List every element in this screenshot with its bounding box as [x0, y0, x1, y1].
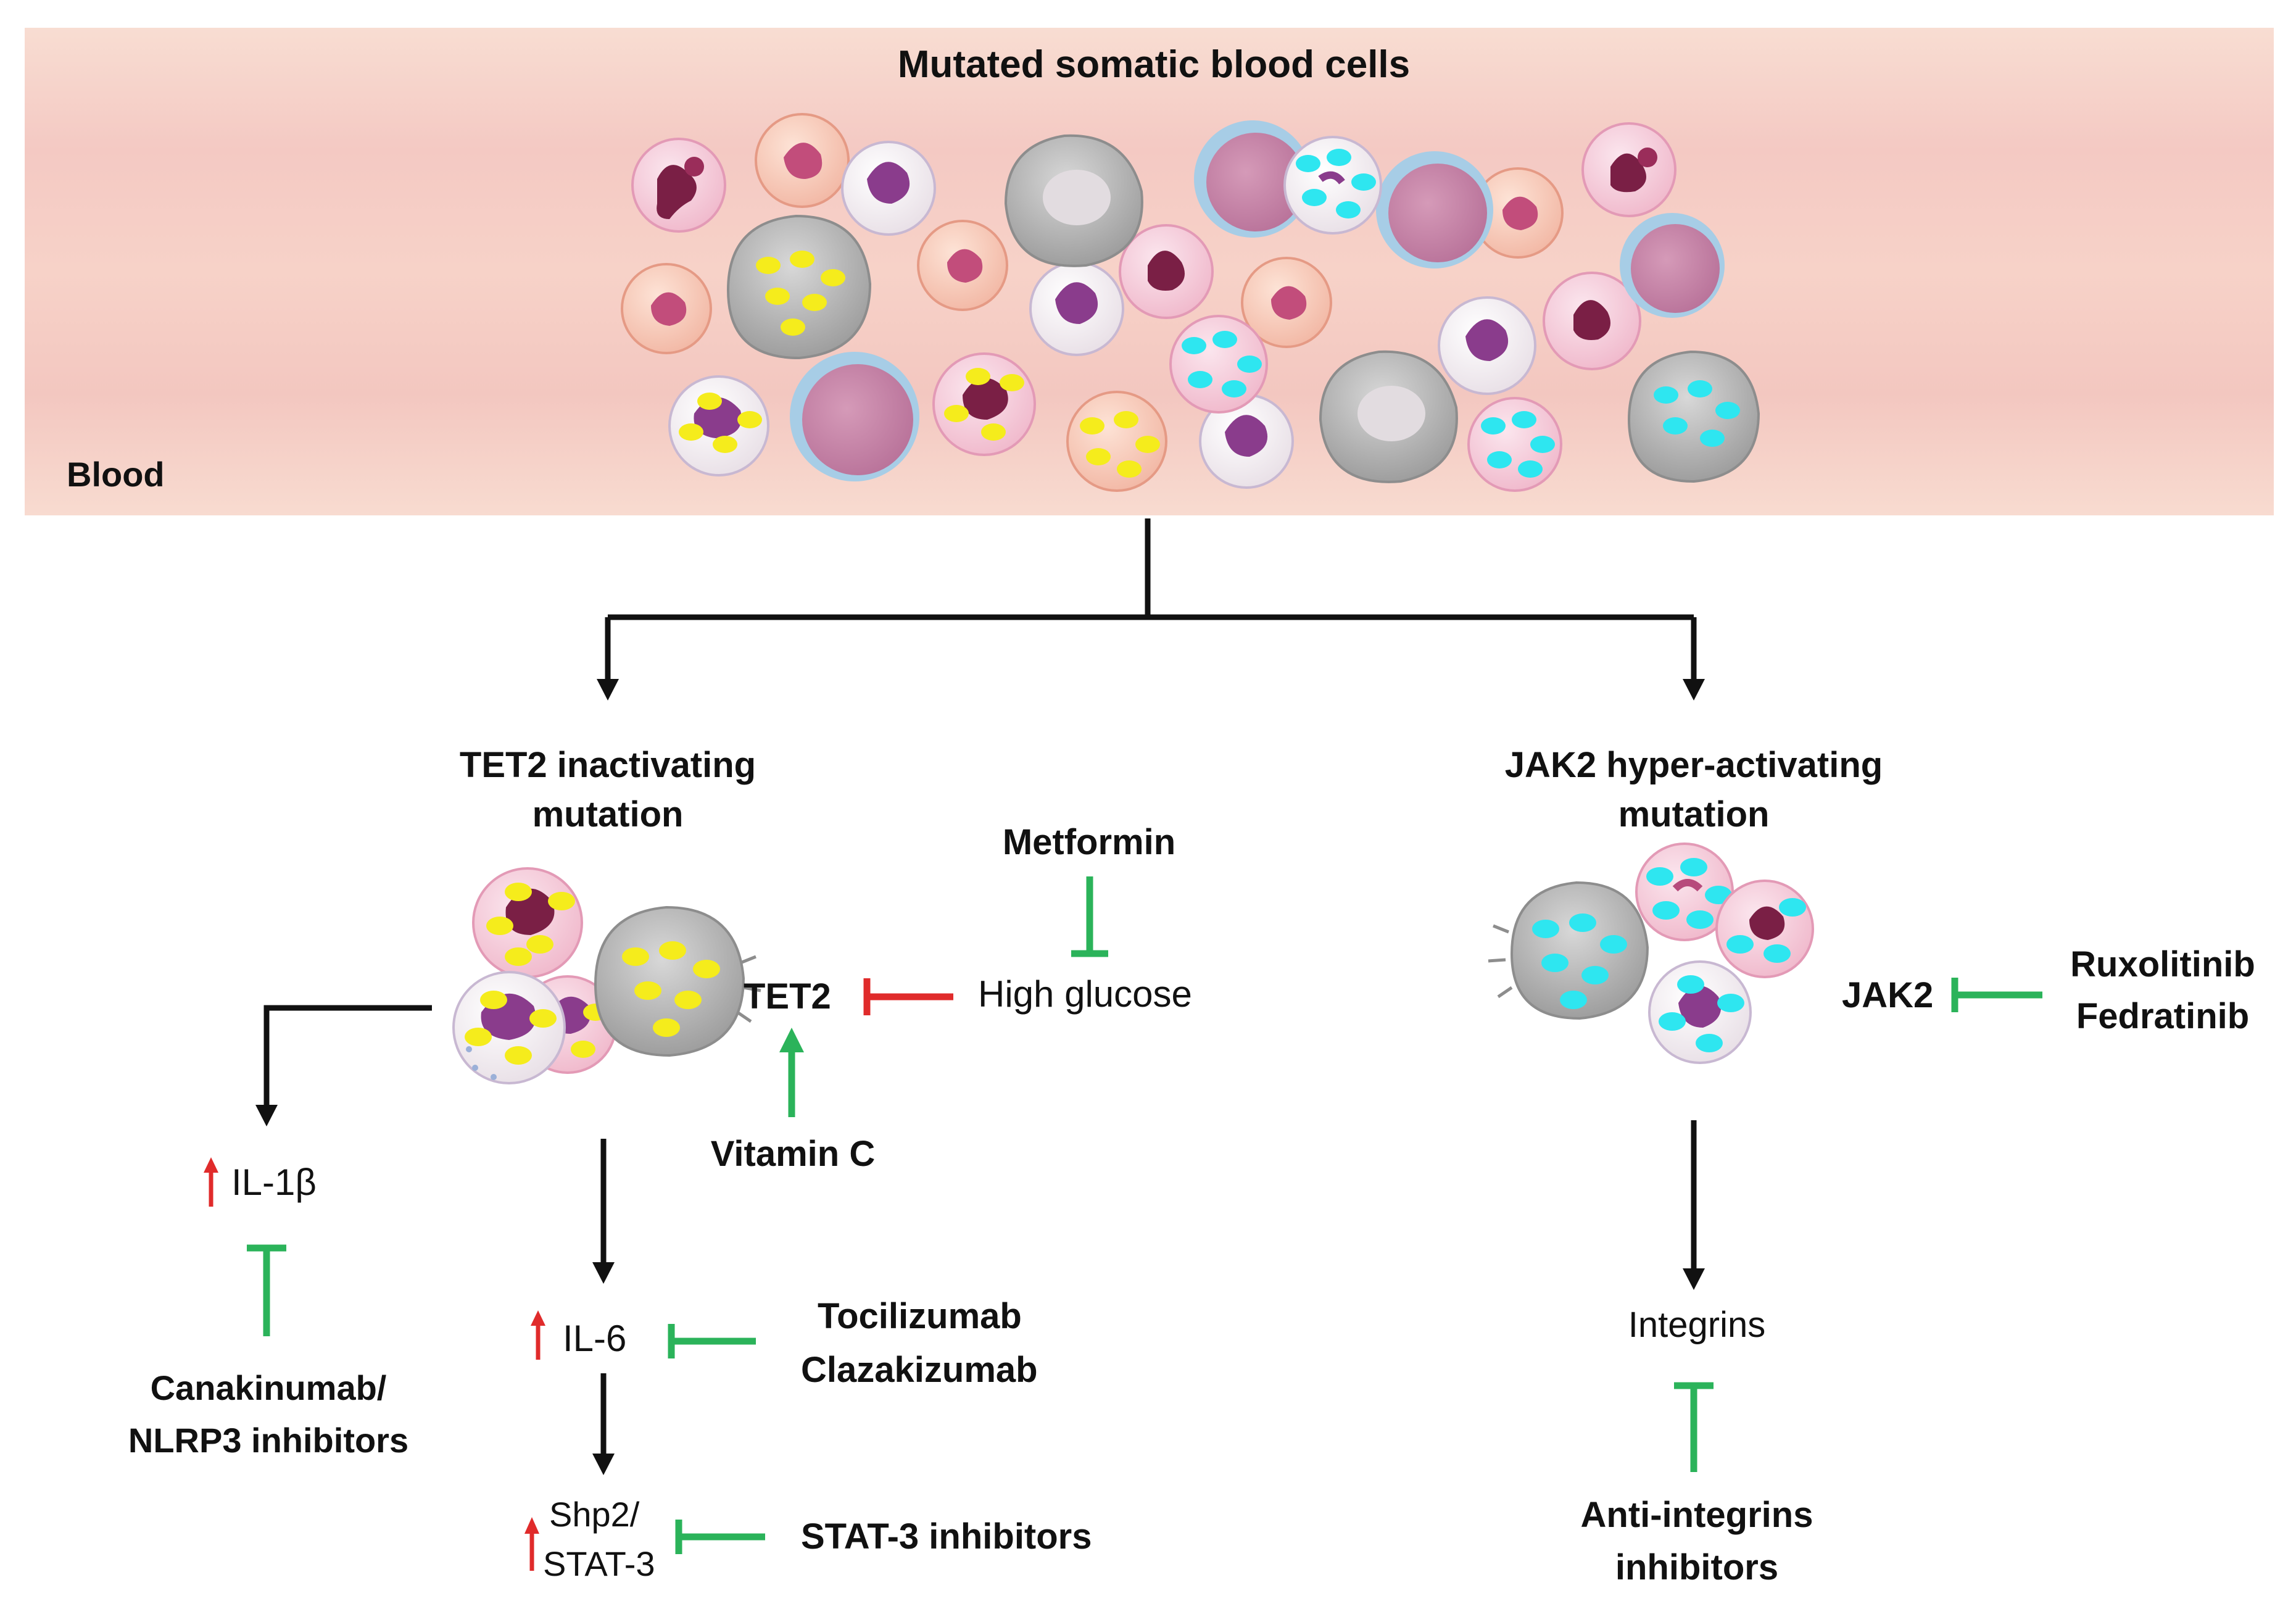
- drug-ruxolitinib: Ruxolitinib: [2070, 944, 2255, 984]
- tet2-mutant-neutrophil-icon: [932, 352, 1036, 456]
- arrow-to-jak2-branch: [1683, 679, 1705, 701]
- lymphocyte-cell-icon: [790, 352, 919, 481]
- node-jak2: JAK2: [1842, 975, 1934, 1015]
- jak2-mutant-neutrophil-icon: [1169, 315, 1268, 414]
- tet2-mutant-neutrophil-icon: [668, 375, 769, 476]
- drug-anti-integrins-line2: inhibitors: [1615, 1547, 1779, 1587]
- tet2-mutant-macrophage-icon: [594, 905, 761, 1057]
- tet2-mutant-basophil-icon: [452, 971, 566, 1084]
- eosinophil-cell-icon: [755, 113, 850, 208]
- node-high-glucose: High glucose: [978, 973, 1192, 1015]
- neutrophil-cell-icon: [1581, 122, 1676, 217]
- drug-anti-integrins-line1: Anti-integrins: [1580, 1495, 1813, 1535]
- blood-cell-cluster: [621, 113, 1760, 492]
- eosinophil-cell-icon: [917, 220, 1008, 311]
- tet2-mutant-cell-cluster: [452, 867, 761, 1084]
- tet2-branch-title-line2: mutation: [532, 794, 684, 834]
- node-integrins: Integrins: [1628, 1305, 1766, 1345]
- basophil-cell-icon: [1199, 394, 1294, 489]
- drug-metformin: Metformin: [1002, 822, 1176, 862]
- jak2-mutant-cell-cluster: [1488, 842, 1814, 1064]
- up-arrow-icon: [524, 1517, 539, 1571]
- drug-clazakizumab: Clazakizumab: [801, 1350, 1038, 1390]
- arrowhead-vitaminc: [779, 1028, 804, 1052]
- jak2-mutant-neutrophil-icon: [1715, 880, 1814, 978]
- lymphocyte-cell-icon: [1194, 120, 1311, 238]
- blood-label: Blood: [67, 455, 165, 494]
- tet2-mutant-neutrophil-icon: [472, 867, 583, 978]
- macrophage-cell-icon: [1319, 350, 1458, 483]
- drug-stat3-inhibitors: STAT-3 inhibitors: [801, 1516, 1092, 1557]
- tet2-mutant-macrophage-icon: [726, 214, 872, 360]
- eosinophil-cell-icon: [1241, 257, 1332, 348]
- drug-canakinumab-line1: Canakinumab/: [150, 1368, 387, 1407]
- arrowhead-il1b: [255, 1105, 278, 1126]
- eosinophil-cell-icon: [621, 263, 712, 354]
- macrophage-cell-icon: [1004, 134, 1143, 267]
- basophil-cell-icon: [1438, 296, 1536, 395]
- arrowhead-stat3: [592, 1454, 615, 1475]
- neutrophil-cell-icon: [631, 138, 726, 233]
- eosinophil-cell-icon: [1472, 167, 1564, 259]
- jak2-branch-title-line2: mutation: [1618, 794, 1770, 834]
- split-connector: [605, 518, 1697, 682]
- neutrophil-cell-icon: [1119, 224, 1214, 319]
- node-stat3: STAT-3: [543, 1544, 655, 1583]
- drug-canakinumab-line2: NLRP3 inhibitors: [128, 1421, 409, 1460]
- drug-vitamin-c: Vitamin C: [710, 1134, 876, 1174]
- node-il1b: IL-1β: [231, 1162, 317, 1203]
- tet2-branch-title-line1: TET2 inactivating: [459, 745, 756, 785]
- basophil-cell-icon: [841, 141, 936, 236]
- lymphocyte-cell-icon: [1620, 213, 1725, 318]
- up-arrow-icon: [531, 1310, 545, 1360]
- jak2-mutant-neutrophil-icon: [1467, 397, 1562, 492]
- jak2-branch-title-line1: JAK2 hyper-activating: [1504, 745, 1883, 785]
- neutrophil-cell-icon: [1543, 272, 1641, 370]
- node-il6: IL-6: [563, 1318, 627, 1359]
- drug-tocilizumab: Tocilizumab: [818, 1296, 1022, 1336]
- up-arrow-icon: [204, 1157, 218, 1207]
- blood-panel-title: Mutated somatic blood cells: [897, 43, 1411, 86]
- arrow-to-tet2-branch: [597, 679, 619, 701]
- tet2-mutant-eosinophil-icon: [1066, 391, 1167, 492]
- drug-fedratinib: Fedratinib: [2076, 996, 2250, 1036]
- jak2-mutant-macrophage-icon: [1488, 881, 1649, 1020]
- arrowhead-integrins: [1683, 1268, 1705, 1290]
- node-shp2: Shp2/: [549, 1495, 640, 1534]
- lymphocyte-cell-icon: [1376, 151, 1493, 268]
- arrowhead-il6: [592, 1262, 615, 1284]
- jak2-mutant-neutrophil-icon: [1283, 136, 1382, 235]
- node-tet2: TET2: [744, 976, 831, 1017]
- jak2-mutant-macrophage-icon: [1627, 350, 1760, 483]
- arrow-cluster-to-il1b: [263, 1005, 432, 1108]
- basophil-cell-icon: [1029, 261, 1124, 356]
- jak2-mutant-basophil-icon: [1648, 960, 1752, 1064]
